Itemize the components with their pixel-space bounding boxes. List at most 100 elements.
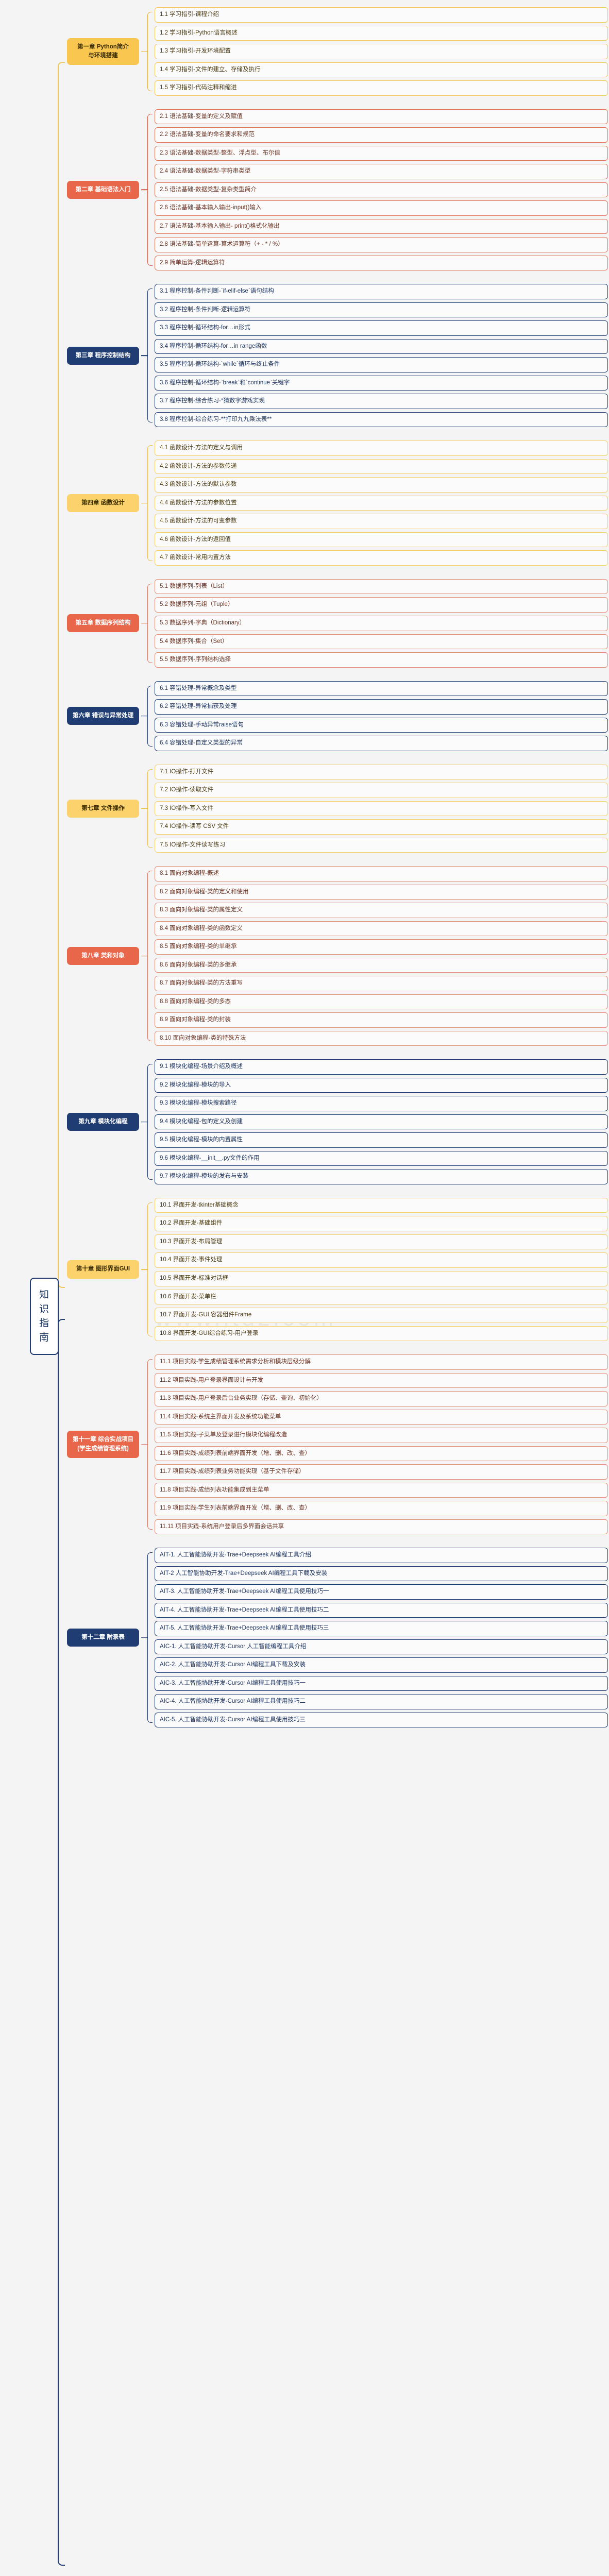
topic-item[interactable]: 3.4 程序控制-循环结构-for…in range函数 (155, 338, 608, 354)
topic-item[interactable]: 8.1 面向对象编程-概述 (155, 866, 608, 882)
chapter-label-ch1[interactable]: 第一章 Python简介与环境搭建 (67, 38, 139, 65)
topic-item[interactable]: 5.5 数据序列-序列结构选择 (155, 652, 608, 668)
topic-item[interactable]: 8.7 面向对象编程-类的方法重写 (155, 976, 608, 991)
topic-item[interactable]: AIC-3. 人工智能协助开发-Cursor AI编程工具使用技巧一 (155, 1675, 608, 1691)
chapter-label-ch9[interactable]: 第九章 模块化编程 (67, 1113, 139, 1131)
topic-item[interactable]: 3.1 程序控制-条件判断-`if-elif-else`语句结构 (155, 284, 608, 299)
chapter-label-ch6[interactable]: 第六章 错误与异常处理 (67, 706, 139, 725)
topic-item[interactable]: 9.6 模块化编程-__init__.py文件的作用 (155, 1150, 608, 1166)
topic-item[interactable]: 2.9 简单运算-逻辑运算符 (155, 255, 608, 271)
topic-item[interactable]: 3.6 程序控制-循环结构-`break`和`continue`关键字 (155, 375, 608, 391)
topic-item[interactable]: 10.2 界面开发-基础组件 (155, 1216, 608, 1231)
topic-item[interactable]: 2.8 语法基础-简单运算-算术运算符（+ - * / %） (155, 237, 608, 252)
topic-item[interactable]: 9.2 模块化编程-模块的导入 (155, 1077, 608, 1093)
topic-item[interactable]: AIC-5. 人工智能协助开发-Cursor AI编程工具使用技巧三 (155, 1712, 608, 1728)
topic-item[interactable]: 1.2 学习指引-Python语言概述 (155, 25, 608, 41)
topic-item[interactable]: 3.7 程序控制-综合练习-*猜数字游戏实现 (155, 394, 608, 409)
topic-item[interactable]: 8.2 面向对象编程-类的定义和使用 (155, 884, 608, 900)
topic-item[interactable]: 4.2 函数设计-方法的参数传递 (155, 459, 608, 474)
chapter-label-ch10[interactable]: 第十章 图形界面GUI (67, 1260, 139, 1279)
topic-item[interactable]: 11.3 项目实践-用户登录后台业务实现（存储、查询、初始化） (155, 1391, 608, 1406)
topic-item[interactable]: AIC-1. 人工智能协助开发-Cursor 人工智能编程工具介绍 (155, 1639, 608, 1655)
chapter-label-ch7[interactable]: 第七章 文件操作 (67, 799, 139, 818)
topic-item[interactable]: 11.6 项目实践-成绩列表前端界面开发（增、删、改、查） (155, 1446, 608, 1462)
topic-item[interactable]: 8.5 面向对象编程-类的单继承 (155, 939, 608, 955)
topic-item[interactable]: 11.7 项目实践-成绩列表业务功能实现（基于文件存储） (155, 1464, 608, 1480)
topic-item[interactable]: 4.5 函数设计-方法的可变参数 (155, 514, 608, 529)
topic-item[interactable]: AIT-3. 人工智能协助开发-Trae+Deepseek AI编程工具使用技巧… (155, 1584, 608, 1600)
topic-item[interactable]: 5.2 数据序列-元组（Tuple） (155, 597, 608, 613)
topic-item[interactable]: AIT-5. 人工智能协助开发-Trae+Deepseek AI编程工具使用技巧… (155, 1621, 608, 1636)
topic-item[interactable]: 3.2 程序控制-条件判断-逻辑运算符 (155, 302, 608, 318)
topic-item[interactable]: AIC-4. 人工智能协助开发-Cursor AI编程工具使用技巧二 (155, 1694, 608, 1709)
topic-item[interactable]: 5.4 数据序列-集合（Set） (155, 634, 608, 650)
topic-item[interactable]: 5.1 数据序列-列表（List） (155, 579, 608, 595)
topic-item[interactable]: 4.6 函数设计-方法的返回值 (155, 532, 608, 548)
topic-item[interactable]: 1.1 学习指引-课程介绍 (155, 7, 608, 23)
chapter-label-ch8[interactable]: 第八章 类和对象 (67, 947, 139, 965)
topic-item[interactable]: 10.8 界面开发-GUI综合练习-用户登录 (155, 1326, 608, 1342)
topic-item[interactable]: 7.4 IO操作-读写 CSV 文件 (155, 819, 608, 835)
topic-item[interactable]: 7.1 IO操作-打开文件 (155, 764, 608, 780)
topic-item[interactable]: 10.7 界面开发-GUI 容器组件Frame (155, 1308, 608, 1323)
topic-item[interactable]: 6.3 容错处理-手动异常raise语句 (155, 717, 608, 733)
chapter-label-ch12[interactable]: 第十二章 附录表 (67, 1629, 139, 1647)
topic-item[interactable]: 2.4 语法基础-数据类型-字符串类型 (155, 164, 608, 179)
topic-item[interactable]: 6.4 容错处理-自定义类型的异常 (155, 736, 608, 751)
topic-item[interactable]: 9.5 模块化编程-模块的内置属性 (155, 1132, 608, 1148)
topic-item[interactable]: 4.7 函数设计-常用内置方法 (155, 550, 608, 566)
topic-item[interactable]: 8.10 面向对象编程-类的特殊方法 (155, 1030, 608, 1046)
topic-item[interactable]: 2.1 语法基础-变量的定义及赋值 (155, 109, 608, 125)
topic-item[interactable]: 10.6 界面开发-菜单栏 (155, 1289, 608, 1305)
topic-item[interactable]: 2.5 语法基础-数据类型-复杂类型简介 (155, 182, 608, 198)
topic-item[interactable]: 1.5 学习指引-代码注释和缩进 (155, 80, 608, 96)
topic-item[interactable]: 3.3 程序控制-循环结构-for…in形式 (155, 320, 608, 336)
topic-item[interactable]: 4.3 函数设计-方法的默认参数 (155, 477, 608, 493)
topic-item[interactable]: 9.4 模块化编程-包的定义及创建 (155, 1114, 608, 1130)
topic-item[interactable]: AIT-1. 人工智能协助开发-Trae+Deepseek AI编程工具介绍 (155, 1548, 608, 1563)
topic-item[interactable]: 1.3 学习指引-开发环境配置 (155, 44, 608, 59)
topic-item[interactable]: 5.3 数据序列-字典（Dictionary） (155, 615, 608, 631)
topic-item[interactable]: 10.5 界面开发-标准对话框 (155, 1271, 608, 1286)
chapter-label-ch5[interactable]: 第五章 数据序列结构 (67, 614, 139, 633)
topic-item[interactable]: 1.4 学习指引-文件的建立、存储及执行 (155, 62, 608, 78)
topic-item[interactable]: 2.2 语法基础-变量的命名要求和规范 (155, 127, 608, 143)
topic-item[interactable]: 7.3 IO操作-写入文件 (155, 801, 608, 817)
topic-item[interactable]: 11.5 项目实践-子菜单及登录进行模块化编程改造 (155, 1428, 608, 1443)
topic-item[interactable]: 4.4 函数设计-方法的参数位置 (155, 495, 608, 511)
topic-item[interactable]: 6.1 容错处理-异常概念及类型 (155, 681, 608, 697)
chapter-label-ch2[interactable]: 第二章 基础语法入门 (67, 180, 139, 199)
topic-item[interactable]: 10.4 界面开发-事件处理 (155, 1252, 608, 1268)
topic-item[interactable]: 7.2 IO操作-读取文件 (155, 783, 608, 798)
topic-item[interactable]: 6.2 容错处理-异常捕获及处理 (155, 699, 608, 715)
topic-item[interactable]: 4.1 函数设计-方法的定义与调用 (155, 440, 608, 456)
topic-item[interactable]: 2.3 语法基础-数据类型-整型、浮点型、布尔值 (155, 145, 608, 161)
topic-item[interactable]: 10.3 界面开发-布局管理 (155, 1234, 608, 1250)
topic-item[interactable]: AIT-4. 人工智能协助开发-Trae+Deepseek AI编程工具使用技巧… (155, 1602, 608, 1618)
chapter-label-ch11[interactable]: 第十一章 综合实战项目(学生成绩管理系统) (67, 1431, 139, 1458)
topic-item[interactable]: 8.9 面向对象编程-类的封装 (155, 1012, 608, 1028)
topic-item[interactable]: 2.6 语法基础-基本输入输出-input()输入 (155, 200, 608, 216)
topic-item[interactable]: 3.5 程序控制-循环结构-`while`循环与终止条件 (155, 357, 608, 372)
topic-item[interactable]: 11.9 项目实践-学生列表前端界面开发（增、删、改、查） (155, 1501, 608, 1516)
topic-item[interactable]: 11.4 项目实践-系统主界面开发及系统功能菜单 (155, 1409, 608, 1425)
topic-item[interactable]: 9.1 模块化编程-场景介绍及概述 (155, 1059, 608, 1075)
topic-item[interactable]: 8.3 面向对象编程-类的属性定义 (155, 903, 608, 918)
topic-item[interactable]: AIT-2 人工智能协助开发-Trae+Deepseek AI编程工具下载及安装 (155, 1566, 608, 1582)
topic-item[interactable]: 8.6 面向对象编程-类的多继承 (155, 957, 608, 973)
topic-item[interactable]: 7.5 IO操作-文件读写练习 (155, 837, 608, 853)
topic-item[interactable]: 11.2 项目实践-用户登录界面设计与开发 (155, 1372, 608, 1388)
chapter-label-ch3[interactable]: 第三章 程序控制结构 (67, 346, 139, 365)
chapter-label-ch4[interactable]: 第四章 函数设计 (67, 494, 139, 513)
topic-item[interactable]: 2.7 语法基础-基本输入输出- print()格式化输出 (155, 218, 608, 234)
topic-item[interactable]: 8.4 面向对象编程-类的函数定义 (155, 921, 608, 937)
root-node[interactable]: 知识指南 (30, 1278, 59, 1355)
topic-item[interactable]: AIC-2. 人工智能协助开发-Cursor AI编程工具下载及安装 (155, 1657, 608, 1673)
topic-item[interactable]: 11.11 项目实践-系统用户登录后多界面会话共享 (155, 1519, 608, 1535)
topic-item[interactable]: 11.1 项目实践-学生成绩管理系统需求分析和模块层级分解 (155, 1354, 608, 1370)
topic-item[interactable]: 9.3 模块化编程-模块搜索路径 (155, 1096, 608, 1111)
topic-item[interactable]: 3.8 程序控制-综合练习-**打印九九乘法表** (155, 412, 608, 428)
topic-item[interactable]: 9.7 模块化编程-模块的发布与安装 (155, 1169, 608, 1184)
topic-item[interactable]: 11.8 项目实践-成绩列表功能集成到主菜单 (155, 1482, 608, 1498)
topic-item[interactable]: 10.1 界面开发-tkinter基础概念 (155, 1197, 608, 1213)
